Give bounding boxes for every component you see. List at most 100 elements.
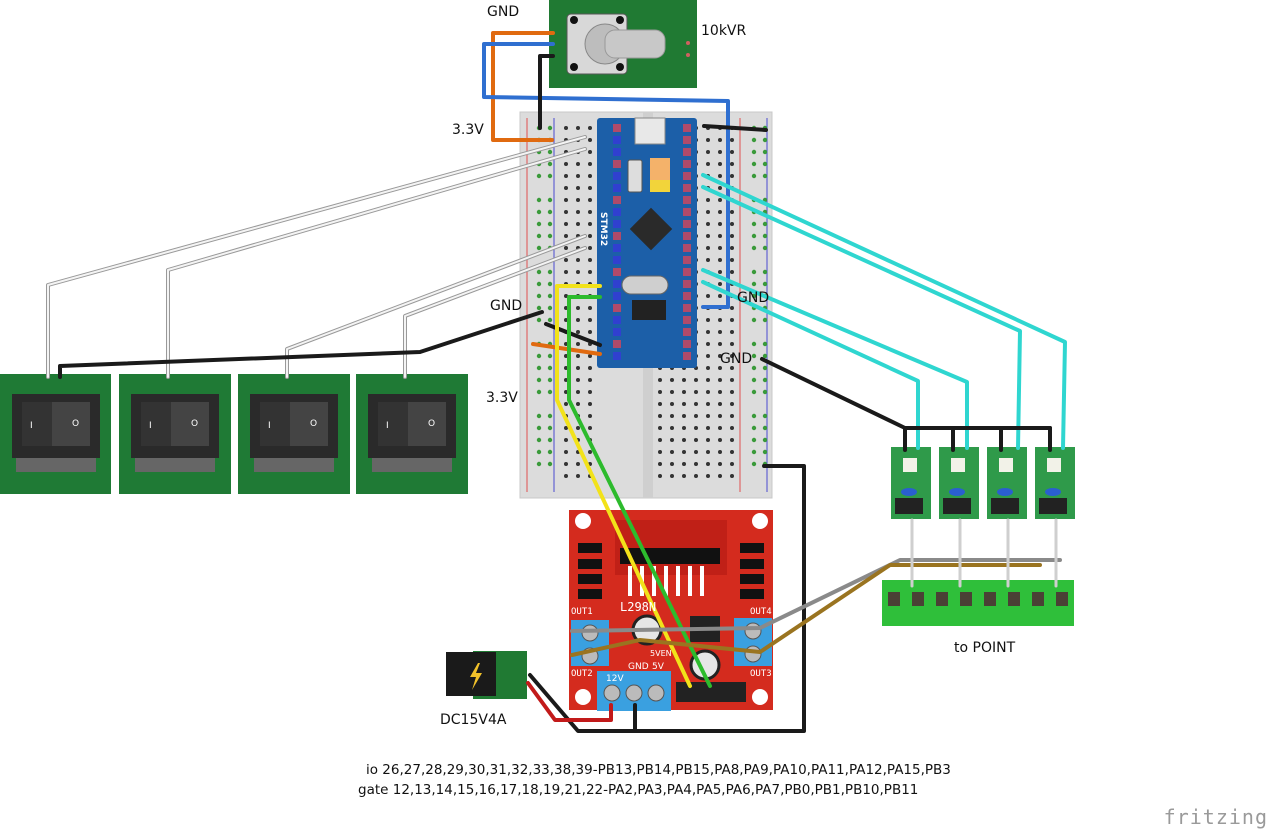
switch-off-mark: O [191,419,198,429]
mcu-pin-C15 [683,316,691,324]
terminal-screw [1056,592,1068,606]
mcu-pin-A6 [683,232,691,240]
gnd-label-right-b: GND [720,351,753,367]
switch-on-mark: I [268,421,271,431]
pot-gnd-label: GND [487,4,520,20]
mcu-pin-B7 [613,292,621,300]
wire-switch-3-core [286,235,586,378]
wire-gate-1 [701,173,1067,450]
switch-off-mark: O [428,419,435,429]
wire-pot-gnd [491,31,555,142]
terminal-screw [1032,592,1044,606]
ssr-module [987,447,1027,519]
driver-out1: OUT1 [571,607,593,617]
mcu-pin-G [683,124,691,132]
terminal-screw [1008,592,1020,606]
mcu-pin-B9 [613,316,621,324]
ssr-modules [891,447,1075,519]
mcu-pin-A3 [683,268,691,276]
wire-switch-2-core [167,148,586,378]
mcu-pin-A5 [683,244,691,252]
wire-dc-plus [526,681,613,722]
wire-ssr-gnd [760,357,1052,430]
dc-power-jack [446,651,527,699]
mcu-pin-5V [613,328,621,336]
terminal-screw [984,592,996,606]
wire-gate-4 [701,280,920,450]
mcu-pin-R [683,160,691,168]
mcu-pin-G [613,340,621,348]
mcu-pin-A11 [613,208,621,216]
mcu-pin-A10 [613,196,621,204]
wire-33v-mcu [531,342,602,356]
driver-name: L298N [620,600,657,614]
mcu-pin-B13 [613,136,621,144]
mcu-pin-B3 [613,244,621,252]
mcu-pin-B15 [613,160,621,168]
ssr-module [939,447,979,519]
switch-on-mark: I [30,421,33,431]
mcu-pin-B14 [613,148,621,156]
dc-jack-label: DC15V4A [440,712,507,728]
ssr-module [1035,447,1075,519]
vcc-label-top: 3.3V [452,122,484,138]
terminal-screw [960,592,972,606]
mcu-pin-B0 [683,208,691,216]
mcu-pin-VB [683,352,691,360]
mcu-pin-A9 [613,184,621,192]
mcu-pin-B11 [683,172,691,180]
switch-off-mark: O [310,419,317,429]
terminal-screw [912,592,924,606]
to-point-label: to POINT [954,640,1016,656]
mcu-pin-A1 [683,292,691,300]
wire-switch-4-core [404,247,586,378]
gate-pin-note: gate 12,13,14,15,16,17,18,19,21,22-PA2,P… [358,782,919,798]
switch-on-mark: I [149,421,152,431]
mcu-pin-A0 [683,304,691,312]
wire-switch-gnd [58,310,544,379]
mcu-pin-A12 [613,220,621,228]
switch-off-mark: O [72,419,79,429]
mcu-pin-B1 [683,196,691,204]
mcu-pin-A2 [683,280,691,288]
wire-out-a [570,558,1062,633]
mcu-pin-A7 [683,220,691,228]
mcu-name: STM32 [598,212,608,247]
potentiometer-10k [549,0,697,88]
wire-pot-wiper [482,42,730,309]
mcu-pin-C13 [683,340,691,348]
wire-pot-vcc [538,54,555,130]
mcu-pin-3.3 [683,148,691,156]
mcu-pin-A4 [683,256,691,264]
mcu-pin-B8 [613,304,621,312]
wire-mcu-gnd [702,124,768,132]
pot-name-label: 10kVR [701,23,747,39]
driver-power-5v: 5V [652,662,664,672]
mcu-pin-B4 [613,256,621,264]
mcu-pin-A8 [613,172,621,180]
driver-power-gnd: GND [628,662,649,672]
terminal-screw [888,592,900,606]
terminal-block-8 [882,580,1074,626]
wire-switch-1-core [47,136,586,378]
wire-in1 [555,284,692,688]
driver-out2: OUT2 [571,669,593,679]
mcu-pin-B5 [613,268,621,276]
wire-gate-2 [701,185,1022,450]
stm32-board [597,117,697,368]
mcu-pin-B6 [613,280,621,288]
mcu-pin-G [683,136,691,144]
fritzing-logo: fritzing [1163,805,1268,829]
gnd-label-left: GND [490,298,523,314]
mcu-pin-B12 [613,124,621,132]
wire-in2 [567,295,712,688]
driver-5ven: 5VEN [650,649,672,658]
vcc-label-mid: 3.3V [486,390,518,406]
ssr-module [891,447,931,519]
mcu-pin-B10 [683,184,691,192]
terminal-screw [936,592,948,606]
driver-power-12v: 12V [606,674,624,684]
